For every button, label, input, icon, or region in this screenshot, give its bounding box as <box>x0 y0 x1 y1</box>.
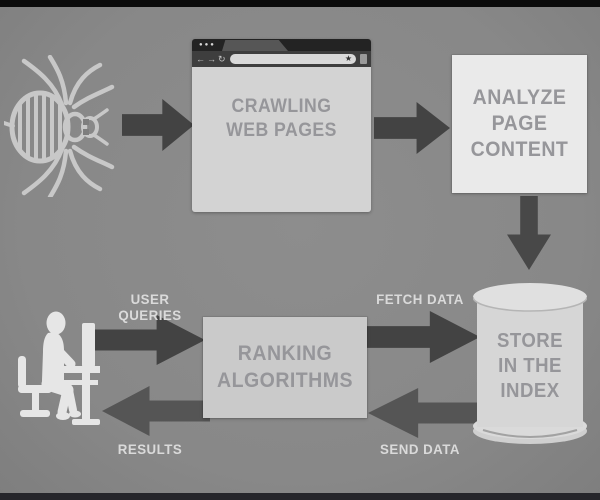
browser-titlebar: ●●● <box>192 39 371 51</box>
arrow-store-to-ranking <box>368 388 482 438</box>
toolbar-menu-button <box>360 54 367 64</box>
store-line1: STORE <box>496 330 564 352</box>
ranking-title: RANKING ALGORITHMS <box>209 341 362 394</box>
user-queries-label: USER QUERIES <box>118 291 182 323</box>
browser-content: CRAWLING WEB PAGES <box>192 67 371 212</box>
arrow-analyze-to-store <box>507 196 551 270</box>
bookmark-star-icon: ★ <box>344 54 352 63</box>
analyze-line1: ANALYZE <box>472 85 567 109</box>
ranking-line2: ALGORITHMS <box>217 368 353 392</box>
window-buttons-icon: ●●● <box>199 42 216 48</box>
back-icon: ← <box>196 54 205 64</box>
bottom-border-bar <box>0 493 600 500</box>
store-line3: INDEX <box>500 380 560 402</box>
browser-window: ●●● ← → ↻ ★ CRAWLING WEB PAGES <box>192 39 371 212</box>
analyze-page-content-box: ANALYZE PAGE CONTENT <box>452 55 587 193</box>
ranking-algorithms-box: RANKING ALGORITHMS <box>203 317 367 418</box>
crawling-web-pages-title: CRAWLING WEB PAGES <box>198 95 364 143</box>
analyze-line3: CONTENT <box>470 138 569 162</box>
ranking-line1: RANKING <box>237 342 333 366</box>
forward-icon: → <box>207 54 216 64</box>
arrow-browser-to-analyze <box>374 102 450 154</box>
arrow-ranking-to-user <box>102 386 210 436</box>
top-border-bar <box>0 0 600 7</box>
analyze-line2: PAGE <box>491 111 548 135</box>
fetch-data-label: FETCH DATA <box>376 291 464 307</box>
person-at-computer-icon <box>10 306 102 428</box>
store-title: STORE IN THE INDEX <box>473 329 587 404</box>
address-bar: ★ <box>229 54 356 64</box>
index-database-cylinder: STORE IN THE INDEX <box>472 281 588 452</box>
crawling-line2: WEB PAGES <box>226 119 337 141</box>
spider-icon <box>2 54 116 200</box>
send-data-label: SEND DATA <box>380 441 460 457</box>
database-icon <box>472 283 588 444</box>
arrow-crawler-to-browser <box>122 99 194 151</box>
results-label: RESULTS <box>117 441 183 457</box>
store-line2: IN THE <box>498 355 562 377</box>
browser-tab <box>222 40 288 51</box>
analyze-title: ANALYZE PAGE CONTENT <box>457 85 583 164</box>
arrow-ranking-to-store <box>366 311 480 363</box>
refresh-icon: ↻ <box>218 54 226 64</box>
browser-toolbar: ← → ↻ ★ <box>192 51 371 67</box>
crawling-line1: CRAWLING <box>231 96 332 117</box>
